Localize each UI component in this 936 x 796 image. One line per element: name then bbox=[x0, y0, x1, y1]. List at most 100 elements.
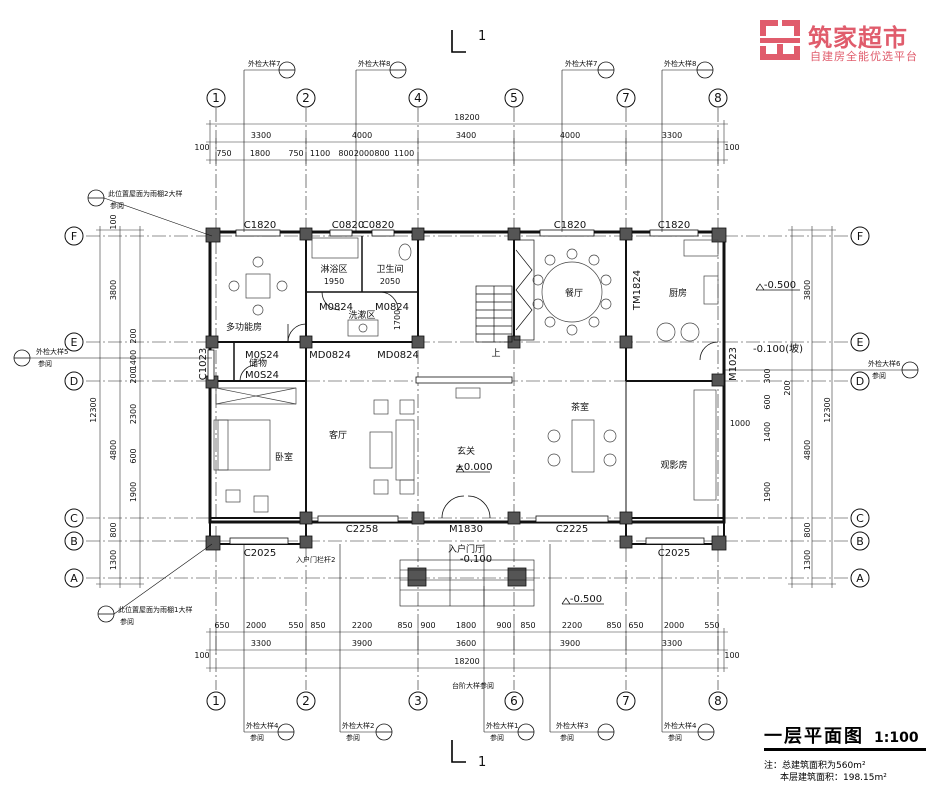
section-mark-bottom bbox=[451, 740, 466, 763]
level-kitchen: -0.100(坡) bbox=[753, 342, 803, 355]
dim-bottom-edge-left: 100 bbox=[194, 651, 209, 660]
room-bath-area: 淋浴区 bbox=[320, 263, 347, 275]
dim-bottom-overall: 18200 bbox=[454, 657, 479, 666]
dim-bottom-detail-13: 650 bbox=[628, 621, 643, 630]
dim-bottom-edge-right: 100 bbox=[724, 651, 739, 660]
dim-top-detail-1: 750 bbox=[216, 149, 231, 158]
dim-top-detail-4: 1100 bbox=[310, 149, 330, 158]
callout-rain-b: 此位置屋面为雨棚1大样 bbox=[118, 605, 192, 614]
windows bbox=[207, 229, 705, 545]
room-wash: 洗漱区 bbox=[348, 309, 375, 321]
opening-c2225: C2225 bbox=[556, 524, 588, 535]
callout-wall-detail-1-bottom-same: 参阅 bbox=[490, 733, 504, 742]
dim-left-top: 100 bbox=[109, 214, 118, 229]
callout-wall-detail-6-same: 参阅 bbox=[872, 371, 886, 380]
opening-md0824b: MD0824 bbox=[377, 350, 419, 361]
opening-m0824b: M0824 bbox=[375, 302, 409, 313]
opening-c1023: C1023 bbox=[198, 348, 209, 380]
grid-label-right-C: C bbox=[856, 512, 864, 525]
dim-left-main-1: 3800 bbox=[109, 280, 118, 300]
opening-md0824a: MD0824 bbox=[309, 350, 351, 361]
grid-label-bottom-8: 8 bbox=[714, 694, 722, 708]
opening-c2025b: C2025 bbox=[658, 548, 690, 559]
dim-top-overall: 18200 bbox=[454, 113, 479, 122]
opening-c2025a: C2025 bbox=[244, 548, 276, 559]
callout-handrail: 入户门栏杆2 bbox=[296, 555, 335, 564]
callout-wall-detail-4b-bottom: 外检大样4 bbox=[664, 721, 697, 730]
dim-left-detail-2: 800 bbox=[109, 522, 118, 537]
room-dining: 餐厅 bbox=[565, 287, 583, 299]
level-markers bbox=[455, 283, 800, 605]
dim-right-detail-3: 1900 bbox=[763, 482, 772, 502]
opening-m0s24b: M0S24 bbox=[245, 370, 279, 381]
callout-wall-detail-8-top: 外检大样8 bbox=[358, 59, 390, 68]
dim-bottom-detail-2: 2000 bbox=[246, 621, 266, 630]
opening-tm1824: TM1824 bbox=[632, 270, 643, 311]
dim-bottom-detail-15: 550 bbox=[704, 621, 719, 630]
grid-label-top-1: 1 bbox=[212, 91, 220, 105]
grid-label-bottom-1: 1 bbox=[212, 694, 220, 708]
dim-right-detail-2: 800 bbox=[803, 522, 812, 537]
grid-label-bottom-2: 2 bbox=[302, 694, 310, 708]
dim-bottom-bay-3: 3600 bbox=[456, 639, 476, 648]
room-dim-1950: 1950 bbox=[324, 277, 344, 286]
axis-lines bbox=[86, 108, 850, 690]
grid-label-top-8: 8 bbox=[714, 91, 722, 105]
dim-top-bay-1: 3300 bbox=[251, 131, 271, 140]
dim-left-detail-7: 1400 bbox=[129, 350, 138, 370]
dim-bottom-detail-12: 850 bbox=[606, 621, 621, 630]
callout-wall-detail-4-bottom: 外检大样4 bbox=[246, 721, 279, 730]
columns bbox=[205, 227, 727, 587]
dim-left-detail-8: 200 bbox=[129, 328, 138, 343]
dim-top-detail-5: 800 bbox=[338, 149, 353, 158]
room-closet: 储物 bbox=[249, 357, 267, 369]
grid-bubbles-right bbox=[850, 226, 870, 588]
title-underline bbox=[764, 748, 926, 751]
room-dim-1000: 1000 bbox=[730, 419, 750, 428]
dim-bottom-detail-10: 850 bbox=[520, 621, 535, 630]
dim-top-bay-2: 4000 bbox=[352, 131, 372, 140]
dim-bottom-detail-1: 650 bbox=[214, 621, 229, 630]
brand-logo: 筑家超市 自建房全能优选平台 bbox=[758, 18, 930, 64]
level-porch: -0.100 bbox=[460, 554, 492, 565]
dimension-lines-left bbox=[96, 226, 144, 588]
room-toilet: 卫生间 bbox=[376, 263, 403, 275]
grid-label-bottom-6: 6 bbox=[510, 694, 518, 708]
opening-c1820b: C1820 bbox=[554, 220, 586, 231]
callout-wall-detail-2-bottom: 外检大样2 bbox=[342, 721, 374, 730]
section-label-bottom: 1 bbox=[478, 755, 486, 770]
dim-left-overall: 12300 bbox=[89, 397, 98, 422]
porch-steps bbox=[399, 544, 535, 607]
dimension-lines-bottom bbox=[206, 628, 728, 672]
stair-up: 上 bbox=[491, 348, 500, 359]
grid-label-top-4: 4 bbox=[414, 91, 422, 105]
grid-label-left-E: E bbox=[71, 336, 78, 349]
room-bedroom: 卧室 bbox=[275, 451, 293, 463]
dim-right-detail-1: 1300 bbox=[803, 550, 812, 570]
level-outside-b: -0.500 bbox=[764, 280, 796, 291]
opening-m1830: M1830 bbox=[449, 524, 483, 535]
grid-label-right-B: B bbox=[856, 535, 864, 548]
dim-bottom-bay-1: 3300 bbox=[251, 639, 271, 648]
room-dim-1700: 1700 bbox=[393, 310, 402, 330]
brand-mark-icon bbox=[760, 20, 800, 60]
opening-c1820: C1820 bbox=[244, 220, 276, 231]
callout-wall-detail-3-bottom: 外检大样3 bbox=[556, 721, 588, 730]
note-total-area: 注：总建筑面积为560m² bbox=[764, 761, 866, 771]
opening-c1820c: C1820 bbox=[658, 220, 690, 231]
note-floor-area: 本层建筑面积：198.15m² bbox=[780, 773, 887, 783]
dim-top-detail-8: 1100 bbox=[394, 149, 414, 158]
room-entry: 玄关 bbox=[457, 445, 475, 457]
dim-bottom-detail-3: 550 bbox=[288, 621, 303, 630]
dim-left-detail-1: 1300 bbox=[109, 550, 118, 570]
callout-wall-detail-1-bottom: 外检大样1 bbox=[486, 721, 518, 730]
dim-bottom-bay-5: 3300 bbox=[662, 639, 682, 648]
level-zero: ±0.000 bbox=[455, 462, 492, 473]
dim-top-edge-right: 100 bbox=[724, 143, 739, 152]
opening-c0820a: C0820 bbox=[332, 220, 364, 231]
dim-bottom-bay-4: 3900 bbox=[560, 639, 580, 648]
room-living: 客厅 bbox=[329, 429, 347, 441]
room-dim-2050: 2050 bbox=[380, 277, 400, 286]
opening-m0824a: M0824 bbox=[319, 302, 353, 313]
dim-bottom-detail-8: 1800 bbox=[456, 621, 476, 630]
